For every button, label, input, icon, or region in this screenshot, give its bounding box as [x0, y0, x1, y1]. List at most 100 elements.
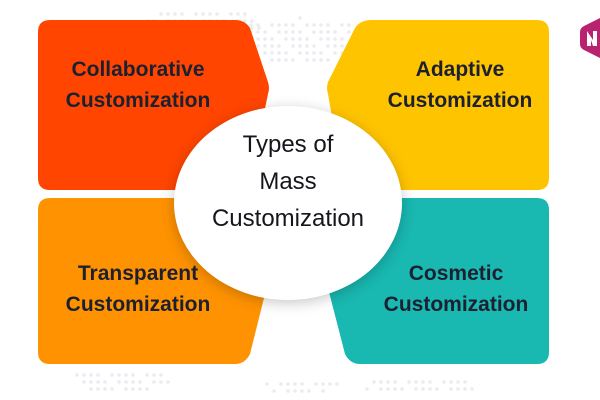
map-dot [319, 37, 323, 41]
transparent-customization-label: Transparent Customization [40, 258, 236, 320]
map-dot [291, 37, 295, 41]
map-dot [386, 387, 390, 391]
map-dot [159, 380, 163, 384]
map-dot [421, 387, 425, 391]
map-dot [89, 387, 93, 391]
transparent-label-line2: Customization [65, 293, 211, 316]
map-dot [456, 380, 460, 384]
map-dot [284, 23, 288, 27]
map-dot [256, 37, 260, 41]
map-dot [340, 44, 344, 48]
map-dot [110, 373, 114, 377]
map-dot [284, 58, 288, 62]
map-dot [456, 387, 460, 391]
map-dot [365, 387, 369, 391]
map-dot [298, 37, 302, 41]
adaptive-label-line1: Adaptive [415, 58, 505, 81]
map-dot [291, 44, 295, 48]
map-dot [75, 373, 79, 377]
center-title-line2: Mass [259, 168, 317, 195]
map-dot [277, 44, 281, 48]
map-dot [249, 23, 253, 27]
map-dot [131, 373, 135, 377]
map-dot [145, 373, 149, 377]
map-dot [326, 30, 330, 34]
map-dot [463, 380, 467, 384]
map-dot [138, 380, 142, 384]
map-dot [257, 26, 261, 30]
center-circle [174, 106, 402, 300]
map-dot [152, 380, 156, 384]
map-dot [307, 389, 311, 393]
map-dot [347, 30, 351, 34]
map-dot [421, 380, 425, 384]
map-dot [270, 37, 274, 41]
map-dot [263, 44, 267, 48]
map-dot [159, 373, 163, 377]
map-dot [470, 387, 474, 391]
map-dot [117, 380, 121, 384]
map-dot [256, 23, 260, 27]
map-dot [321, 389, 325, 393]
map-dot [300, 382, 304, 386]
map-dot [159, 12, 163, 16]
map-dot [277, 58, 281, 62]
map-dot [442, 380, 446, 384]
adaptive-customization-label: Adaptive Customization [376, 54, 544, 116]
map-dot [291, 23, 295, 27]
map-dot [300, 389, 304, 393]
map-dot [272, 389, 276, 393]
map-dot [124, 380, 128, 384]
transparent-label-line1: Transparent [77, 262, 199, 285]
map-dot [293, 382, 297, 386]
collaborative-label-line2: Customization [65, 89, 211, 112]
map-dot [319, 58, 323, 62]
map-dot [319, 30, 323, 34]
map-dot [340, 23, 344, 27]
map-dot [208, 12, 212, 16]
center-title-line3: Customization [211, 205, 365, 232]
map-dot [333, 44, 337, 48]
map-dot [393, 387, 397, 391]
map-dot [270, 23, 274, 27]
map-dot [277, 23, 281, 27]
map-dot [145, 387, 149, 391]
map-dot [428, 387, 432, 391]
map-dot [314, 382, 318, 386]
cosmetic-label-line1: Cosmetic [408, 262, 504, 285]
map-dot [326, 23, 330, 27]
map-dot [312, 58, 316, 62]
map-dot [400, 387, 404, 391]
map-dot [372, 380, 376, 384]
map-dot [379, 387, 383, 391]
map-dot [449, 387, 453, 391]
map-dot [326, 58, 330, 62]
map-dot [263, 37, 267, 41]
map-dot [305, 37, 309, 41]
map-dot [298, 30, 302, 34]
map-dot [340, 37, 344, 41]
map-dot [291, 58, 295, 62]
map-dot [284, 51, 288, 55]
map-dot [463, 387, 467, 391]
map-dot [89, 380, 93, 384]
map-dot [305, 44, 309, 48]
map-dot [277, 51, 281, 55]
map-dot [263, 51, 267, 55]
map-dot [110, 387, 114, 391]
center-title: Types of Mass Customization [178, 126, 398, 237]
map-dot [194, 12, 198, 16]
map-dot [131, 380, 135, 384]
map-dot [89, 373, 93, 377]
map-dot [279, 382, 283, 386]
map-dot [333, 30, 337, 34]
map-dot [270, 44, 274, 48]
map-dot [319, 51, 323, 55]
map-dot [263, 30, 267, 34]
map-dot [173, 12, 177, 16]
quadrant-adaptive [327, 20, 549, 190]
map-dot [326, 44, 330, 48]
map-dot [180, 12, 184, 16]
map-dot [305, 58, 309, 62]
